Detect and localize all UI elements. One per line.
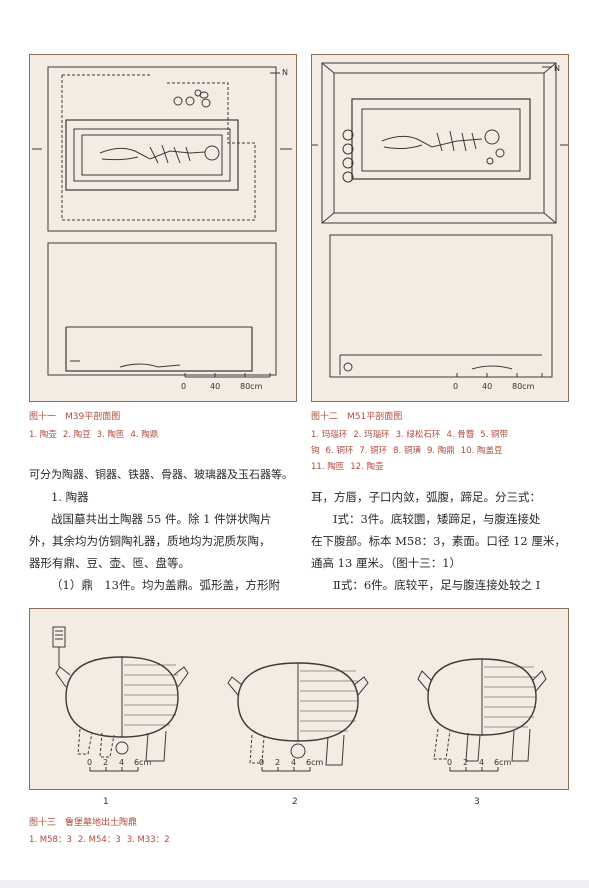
- paragraph-line: 战国墓共出土陶器 55 件。除 1 件饼状陶片: [51, 512, 272, 526]
- figure-13-number-2: 2: [292, 797, 298, 807]
- scale-tick-80cm: 80cm: [240, 382, 263, 391]
- north-arrow-label: N: [554, 64, 560, 73]
- paragraph-line: （1）鼎 13件。均为盖鼎。弧形盖，方形附: [51, 578, 280, 592]
- figure-13-caption-items: 1. M58：3 2. M54：3 3. M33：2: [29, 832, 176, 848]
- caption-line-2: 钩 6. 铜环 7. 铜环 8. 铜璜 9. 陶鼎 10. 陶盖豆: [311, 443, 573, 459]
- caption-item: 5. 铜带: [480, 430, 509, 440]
- caption-item: 2. M54：3: [77, 835, 121, 845]
- figure-12-caption-title: 图十二 M51平剖面图: [311, 412, 403, 422]
- scale-tick-40: 40: [210, 382, 220, 391]
- figure-11-caption-items: 1. 陶壶 2. 陶豆 3. 陶匜 4. 陶鼎: [29, 427, 164, 443]
- figure-11-drawing: N 0 40 80cm: [32, 66, 292, 391]
- scale-tick-6cm: 6cm: [134, 758, 151, 767]
- north-arrow-label: N: [282, 68, 288, 77]
- paragraph-line: Ⅰ式：3件。底较圜，矮蹄足，与腹连接处: [333, 512, 541, 526]
- scale-tick-2: 2: [275, 758, 280, 767]
- paragraph-line: 1. 陶器: [51, 490, 89, 504]
- caption-item: 11. 陶匜: [311, 462, 345, 472]
- paragraph-line: 可分为陶器、铜器、铁器、骨器、玻璃器及玉石器等。: [29, 468, 293, 481]
- figure-11-caption-title: 图十一 M39平剖面图: [29, 412, 121, 422]
- scale-tick-4: 4: [479, 758, 484, 767]
- caption-item: 3. 陶匜: [96, 430, 125, 440]
- page-footer-band: [0, 880, 589, 888]
- scale-tick-80cm: 80cm: [512, 382, 535, 391]
- caption-item: 2. 陶豆: [62, 430, 91, 440]
- caption-item: 4. 骨簪: [446, 430, 475, 440]
- figure-12-drawing: N 0 40 80cm: [312, 62, 568, 391]
- scale-tick-0: 0: [181, 382, 186, 391]
- figure-13-panel: 0 2 4 6cm 0 2 4 6cm 0 2 4 6cm: [29, 608, 569, 790]
- scale-tick-0: 0: [453, 382, 458, 391]
- caption-item: 1. 玛瑙环: [311, 430, 348, 440]
- figure-13-number-1: 1: [103, 797, 109, 807]
- caption-line-1: 1. 玛瑙环 2. 玛瑙环 3. 绿松石环 4. 骨簪 5. 铜带: [311, 427, 573, 443]
- scale-tick-6cm: 6cm: [306, 758, 323, 767]
- caption-item: 2. 玛瑙环: [353, 430, 390, 440]
- left-text-column: 可分为陶器、铜器、铁器、骨器、玻璃器及玉石器等。 1. 陶器 战国墓共出土陶器 …: [29, 464, 295, 596]
- caption-item: 3. 绿松石环: [395, 430, 441, 440]
- figure-13-caption-title: 图十三 鲁堡墓地出土陶鼎: [29, 818, 138, 828]
- paragraph-line: 耳，方唇，子口内敛，弧腹，蹄足。分三式：: [311, 490, 541, 504]
- scale-tick-0: 0: [87, 758, 92, 767]
- caption-item: 10. 陶盖豆: [460, 446, 503, 456]
- paragraph-line: 在下腹部。标本 M58：3，素面。口径 12 厘米，: [311, 534, 566, 548]
- paragraph-line: 通高 13 厘米。（图十三：1）: [311, 556, 462, 570]
- paragraph-line: 外，其余均为仿铜陶礼器，质地均为泥质灰陶，: [29, 534, 271, 548]
- figure-12-panel: N 0 40 80cm: [311, 54, 569, 402]
- caption-item: 9. 陶鼎: [426, 446, 455, 456]
- caption-item: 8. 铜璜: [393, 446, 421, 456]
- paragraph-line: Ⅱ式：6件。底较平，足与腹连接处较之 Ⅰ: [333, 578, 541, 592]
- scale-tick-0: 0: [259, 758, 264, 767]
- caption-item: 7. 铜环: [359, 446, 388, 456]
- caption-item: 钩: [311, 446, 320, 456]
- figure-12-caption-items: 1. 玛瑙环 2. 玛瑙环 3. 绿松石环 4. 骨簪 5. 铜带 钩 6. 铜环 7. 铜…: [311, 427, 573, 475]
- figure-13-drawing: 0 2 4 6cm 0 2 4 6cm 0 2 4 6cm: [52, 626, 547, 772]
- caption-item: 4. 陶鼎: [130, 430, 159, 440]
- caption-item: 1. 陶壶: [29, 430, 57, 440]
- caption-item: 12. 陶壶: [350, 462, 384, 472]
- scale-tick-6cm: 6cm: [494, 758, 511, 767]
- paragraph-line: 器形有鼎、豆、壶、匜、盘等。: [29, 556, 190, 570]
- caption-item: 3. M33：2: [126, 835, 170, 845]
- caption-line-3: 11. 陶匜 12. 陶壶: [311, 459, 573, 475]
- scale-tick-2: 2: [463, 758, 468, 767]
- figure-13-number-3: 3: [474, 797, 480, 807]
- scale-tick-40: 40: [482, 382, 492, 391]
- right-text-column: 耳，方唇，子口内敛，弧腹，蹄足。分三式： Ⅰ式：3件。底较圜，矮蹄足，与腹连接处…: [311, 486, 573, 596]
- scale-tick-4: 4: [291, 758, 296, 767]
- caption-item: 6. 铜环: [325, 446, 354, 456]
- scale-tick-0: 0: [447, 758, 452, 767]
- scale-tick-2: 2: [103, 758, 108, 767]
- caption-item: 1. M58：3: [29, 835, 72, 845]
- figure-11-panel: N 0 40 80cm: [29, 54, 297, 402]
- scale-tick-4: 4: [119, 758, 124, 767]
